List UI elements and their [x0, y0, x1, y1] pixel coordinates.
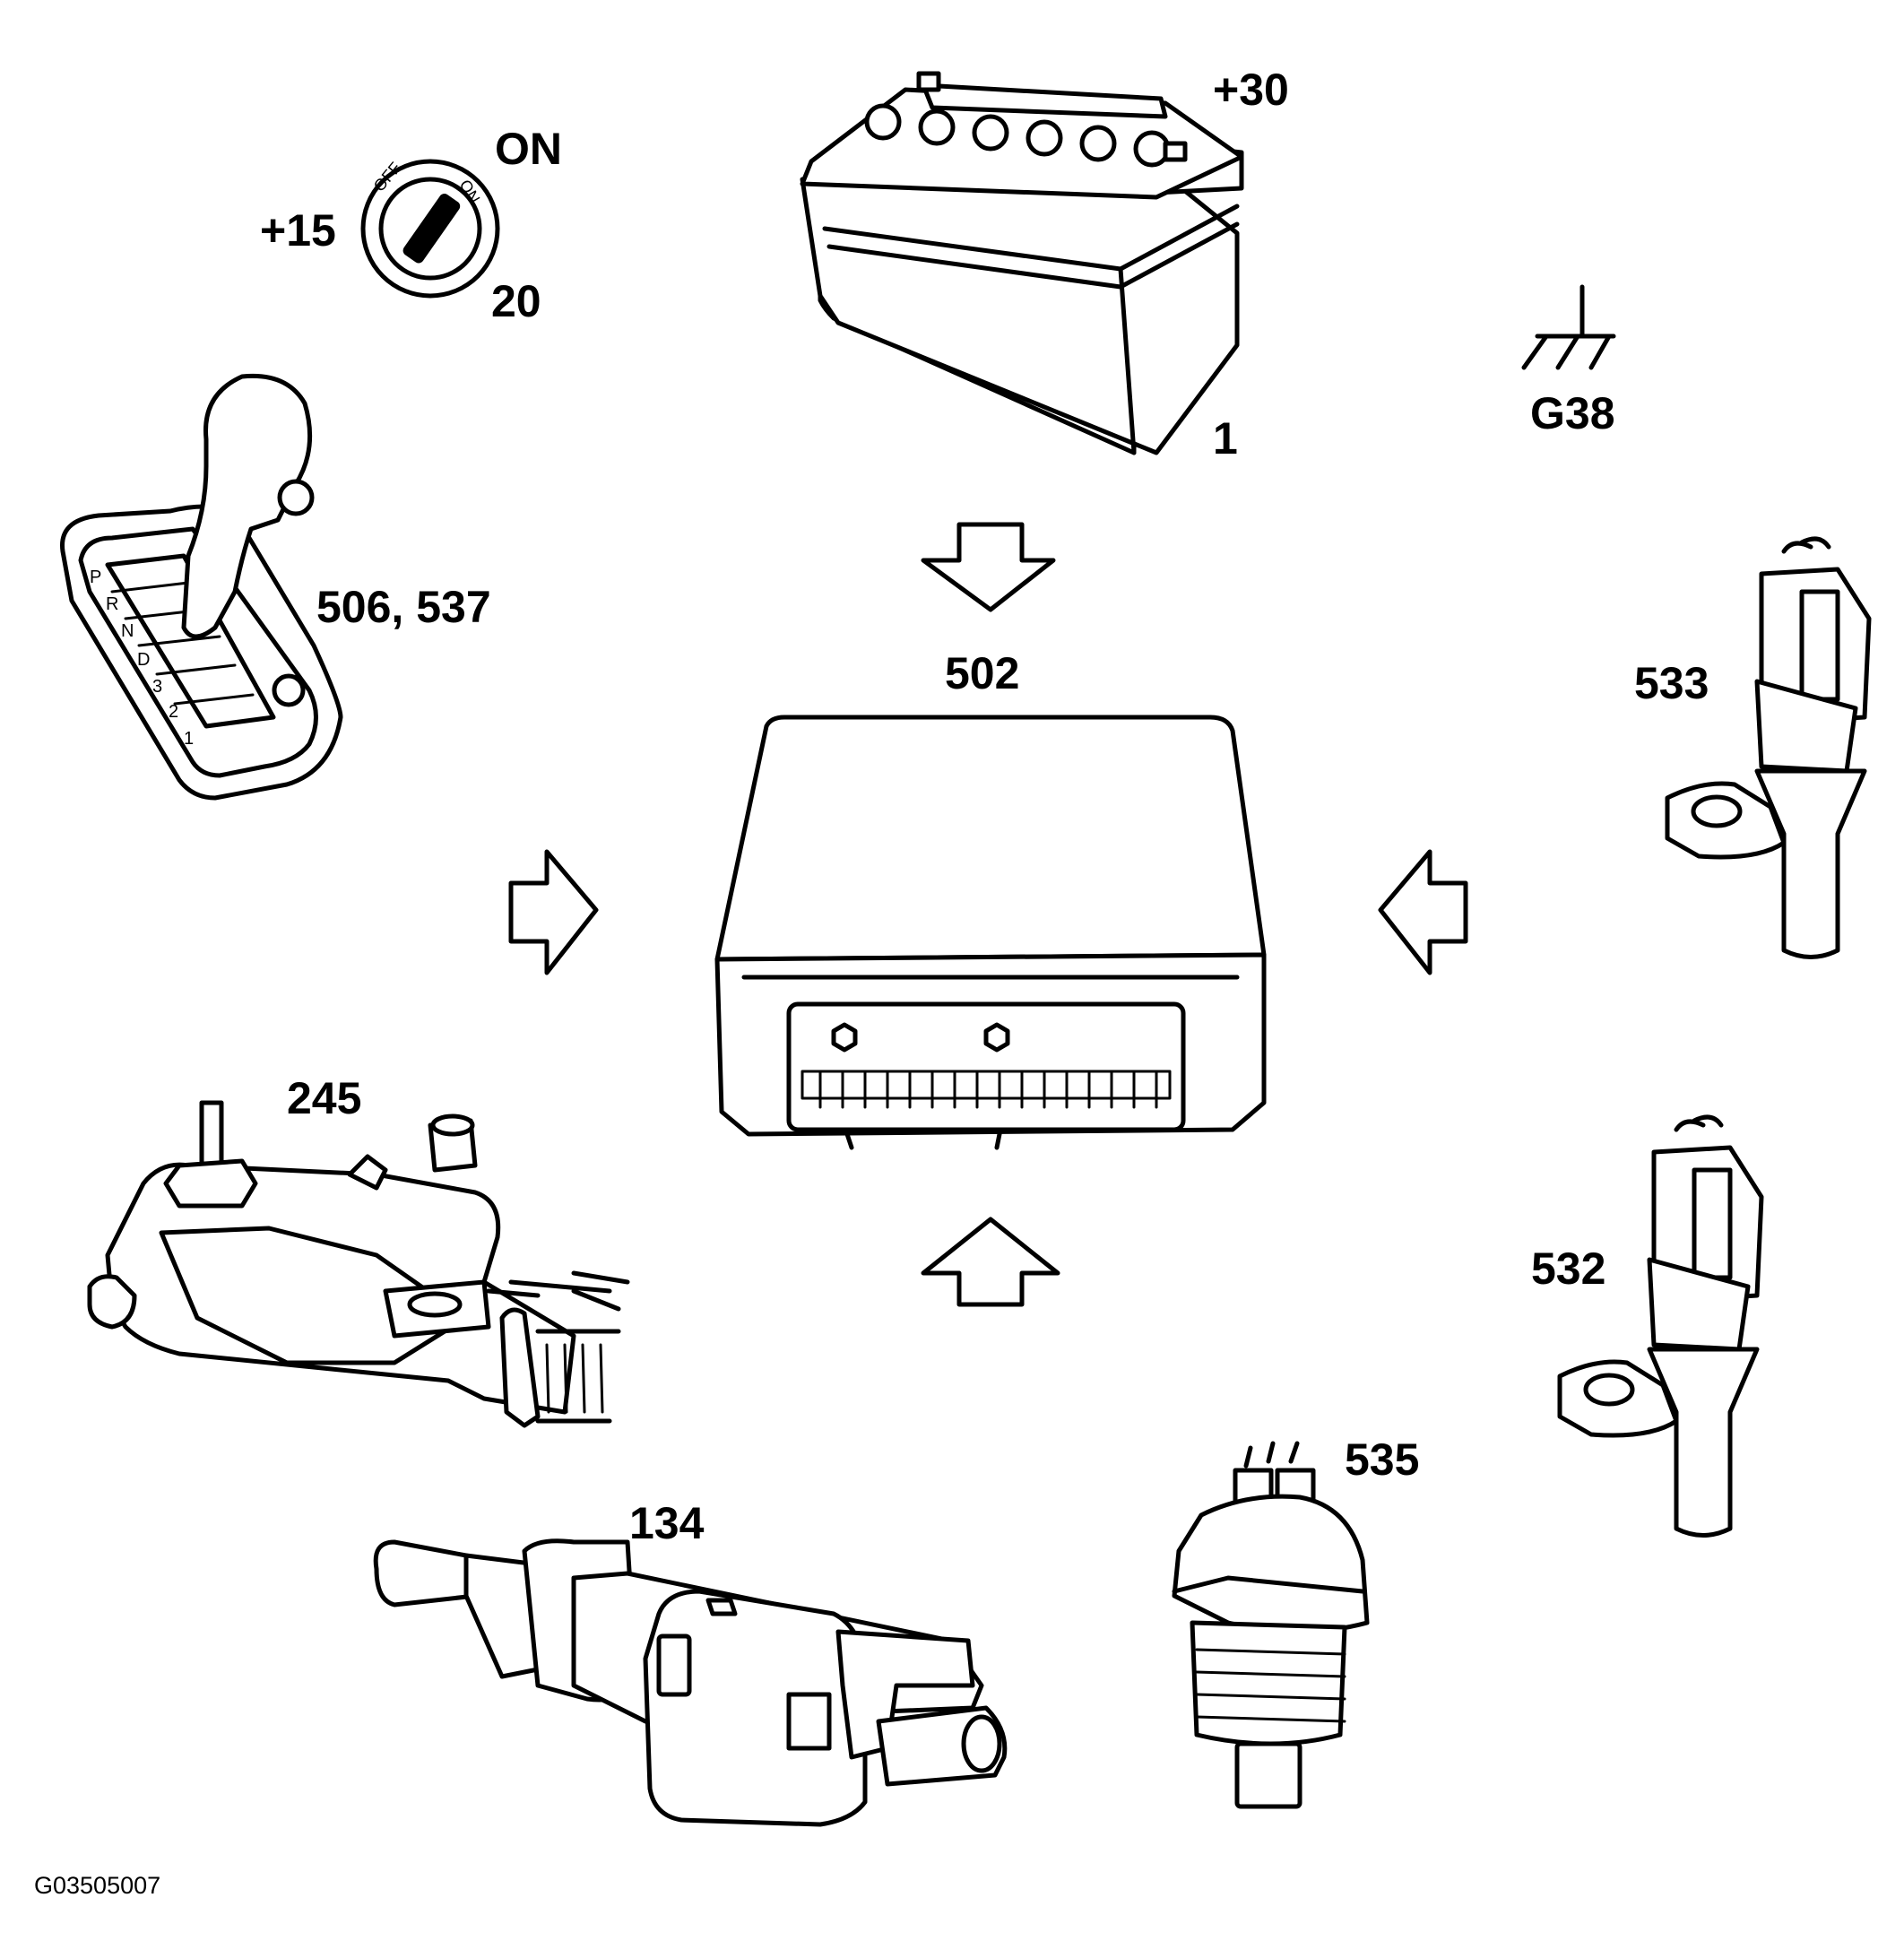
brake-switch-illustration — [373, 1538, 1008, 1827]
svg-text:D: D — [137, 650, 150, 670]
ignition-on-label: ON — [495, 124, 562, 174]
svg-text:R: R — [106, 594, 118, 614]
control-module-illustration — [714, 715, 1267, 1150]
ignition-switch-illustration: OFF ON — [360, 159, 500, 299]
arrow-left-from-right — [1378, 849, 1468, 975]
sensor-upper-label: 533 — [1634, 658, 1709, 708]
ignition-switch-label: 20 — [491, 276, 541, 326]
brake-switch-label: 134 — [629, 1498, 705, 1548]
figure-code: G03505007 — [34, 1872, 161, 1899]
battery-illustration — [800, 71, 1244, 455]
ground-label: G38 — [1530, 388, 1615, 438]
battery-terminal-label: +30 — [1213, 65, 1289, 115]
speed-sensor-lower-illustration — [1557, 1114, 1764, 1538]
gear-selector-label: 506, 537 — [316, 582, 491, 632]
ignition-terminal-label: +15 — [260, 205, 336, 256]
arrow-right-from-left — [508, 849, 599, 975]
svg-text:2: 2 — [169, 702, 178, 722]
sensor-lower-label: 532 — [1531, 1243, 1606, 1294]
speed-sensor-upper-illustration — [1665, 536, 1872, 959]
svg-text:P: P — [90, 568, 101, 587]
arrow-down-from-battery — [921, 522, 1056, 612]
control-module-label: 502 — [945, 648, 1020, 698]
svg-text:N: N — [121, 621, 134, 641]
svg-text:1: 1 — [184, 729, 194, 749]
ground-symbol — [1521, 284, 1616, 370]
battery-label: 1 — [1213, 413, 1238, 464]
battery-caps — [864, 103, 1171, 168]
neutral-switch-illustration — [87, 1100, 630, 1428]
svg-text:3: 3 — [152, 677, 162, 697]
temperature-sender-illustration — [1172, 1441, 1370, 1809]
arrow-up-from-bottom — [921, 1217, 1060, 1307]
gear-selector-illustration: P R N D 3 2 1 — [60, 373, 343, 801]
neutral-switch-label: 245 — [287, 1073, 362, 1123]
temperature-sender-label: 535 — [1345, 1434, 1420, 1485]
